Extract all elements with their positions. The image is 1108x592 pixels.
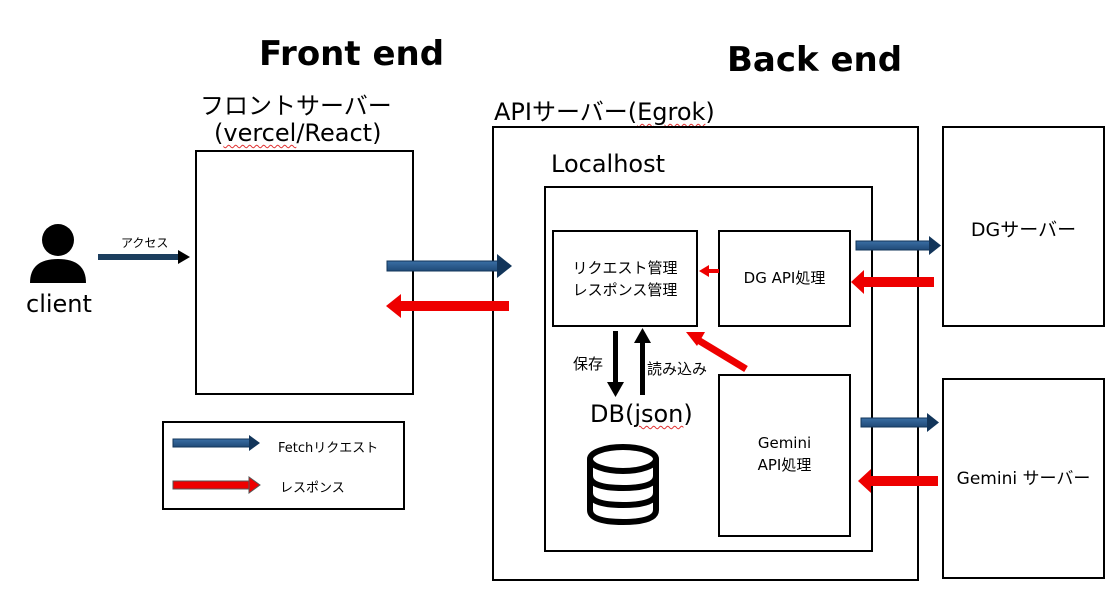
front-response-arrow bbox=[386, 294, 509, 318]
dg-api-box bbox=[718, 230, 851, 327]
legend-response-arrow-icon bbox=[172, 476, 261, 494]
access-arrow bbox=[98, 250, 190, 264]
front-server-title: フロントサーバー bbox=[200, 92, 392, 120]
gemini-server-label: Gemini サーバー bbox=[956, 469, 1091, 489]
front-server-box bbox=[195, 150, 414, 395]
dg-to-request-arrow bbox=[699, 265, 719, 277]
front-end-heading: Front end bbox=[259, 34, 445, 74]
dg-api-label: DG API処理 bbox=[743, 269, 826, 287]
dg-request-arrow bbox=[855, 236, 941, 255]
localhost-title: Localhost bbox=[551, 150, 666, 178]
gemini-api-label: Gemini API処理 bbox=[718, 432, 851, 476]
db-label: DB(json) bbox=[590, 400, 693, 428]
legend-fetch-label: Fetchリクエスト bbox=[278, 441, 379, 456]
gemini-request-arrow bbox=[860, 413, 939, 432]
response-management-label: レスポンス管理 bbox=[572, 281, 678, 299]
db-read-arrow bbox=[634, 328, 651, 395]
client-label: client bbox=[26, 290, 92, 318]
legend-response-label: レスポンス bbox=[280, 481, 345, 496]
save-label: 保存 bbox=[573, 355, 604, 373]
dg-server-box bbox=[942, 126, 1105, 327]
front-request-arrow bbox=[386, 254, 512, 278]
db-save-arrow bbox=[607, 331, 624, 397]
gemini-to-request-arrow bbox=[686, 332, 748, 372]
dg-server-label: DGサーバー bbox=[970, 219, 1077, 241]
client-person-icon bbox=[30, 224, 86, 283]
request-response-label: リクエスト管理 レスポンス管理 bbox=[552, 257, 698, 301]
gemini-api-box bbox=[718, 374, 851, 537]
legend-fetch-arrow-icon bbox=[172, 435, 260, 451]
read-label: 読み込み bbox=[647, 360, 708, 378]
database-icon bbox=[587, 444, 659, 526]
request-response-box bbox=[552, 230, 698, 327]
request-management-label: リクエスト管理 bbox=[572, 259, 678, 277]
gemini-server-box bbox=[942, 378, 1105, 579]
back-end-heading: Back end bbox=[727, 40, 903, 80]
dg-response-arrow bbox=[851, 270, 934, 294]
gemini-api-label-line1: Gemini bbox=[757, 434, 812, 452]
access-label: アクセス bbox=[121, 236, 169, 250]
gemini-api-label-line2: API処理 bbox=[757, 456, 812, 474]
front-server-subtitle: (vercel/React) bbox=[214, 119, 382, 147]
api-server-title: APIサーバー(Egrok) bbox=[494, 98, 715, 126]
gemini-response-arrow bbox=[858, 469, 938, 493]
legend-box bbox=[162, 421, 405, 510]
